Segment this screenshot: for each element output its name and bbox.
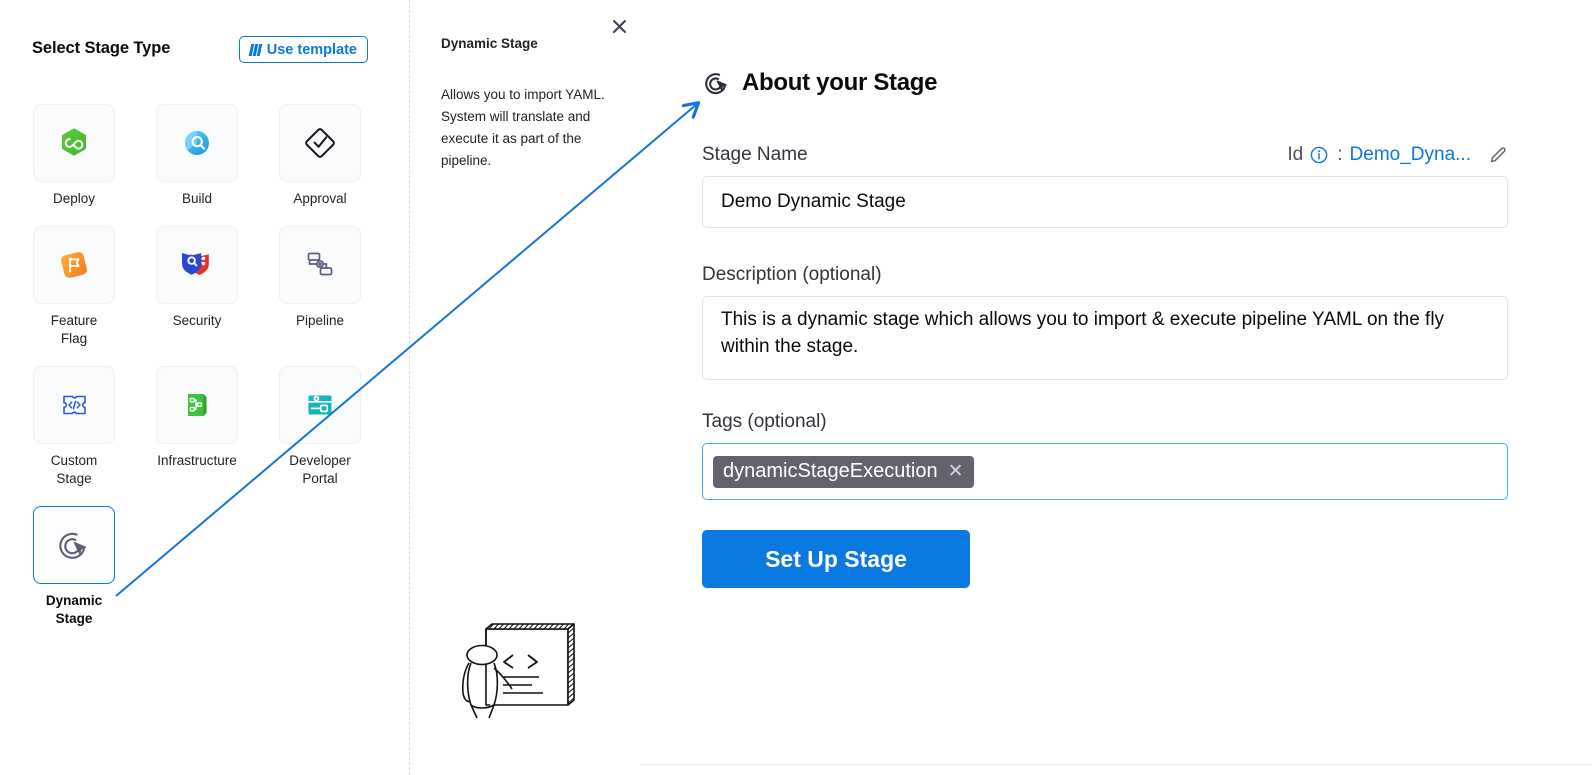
infrastructure-icon	[188, 393, 207, 416]
stage-card-label: Custom Stage	[50, 452, 98, 486]
stage-card-infrastructure-tile[interactable]	[156, 365, 238, 444]
stage-info-description: Allows you to import YAML. System will t…	[441, 87, 605, 168]
tag-remove-icon[interactable]: ✕	[947, 460, 964, 482]
feature-flag-icon	[61, 252, 87, 278]
page-title: Select Stage Type	[32, 39, 171, 57]
stage-card-deploy-tile[interactable]	[33, 104, 115, 182]
stage-card-label: Security	[172, 312, 222, 328]
stage-card-infrastructure[interactable]: Infrastructure	[156, 365, 238, 488]
about-your-stage-title: About your Stage	[742, 69, 938, 96]
build-magnifier-icon	[185, 131, 209, 155]
stage-type-header: Select Stage Type Use template	[32, 36, 378, 66]
stage-card-security[interactable]: Security	[156, 225, 238, 348]
stage-card-build-tile[interactable]	[156, 104, 238, 182]
about-your-stage-panel: About your Stage Stage Name Id : D	[640, 0, 1592, 775]
stage-card-dynamic-stage[interactable]: Dynamic Stage	[33, 505, 115, 628]
info-circle-icon[interactable]	[1310, 146, 1328, 164]
template-bars-icon	[248, 43, 263, 56]
stage-name-input[interactable]	[702, 176, 1508, 228]
stage-info-panel: Dynamic Stage Allows you to import YAML.…	[410, 0, 640, 775]
stage-id-separator: :	[1337, 144, 1343, 165]
description-textarea[interactable]	[702, 296, 1508, 380]
stage-card-approval-tile[interactable]	[279, 104, 361, 182]
description-label: Description (optional)	[702, 264, 882, 285]
stage-card-pipeline-tile[interactable]	[279, 225, 361, 304]
stage-card-developer-portal-tile[interactable]	[279, 365, 361, 444]
security-shields-icon	[182, 253, 209, 275]
pipeline-nodes-icon	[307, 252, 333, 276]
tags-input[interactable]: dynamicStageExecution ✕	[702, 443, 1508, 500]
stage-card-custom-stage[interactable]: Custom Stage	[33, 365, 115, 488]
stage-card-label: Feature Flag	[50, 312, 98, 346]
stage-id-value[interactable]: Demo_Dyna...	[1349, 144, 1471, 165]
stage-card-label: Deploy	[52, 191, 96, 206]
description-label-row: Description (optional)	[702, 260, 1508, 290]
stage-card-build[interactable]: Build	[156, 104, 238, 208]
stage-card-label: Approval	[293, 191, 347, 206]
dynamic-stage-target-cursor-icon	[59, 532, 87, 559]
stage-card-label: Build	[181, 191, 213, 206]
tags-label: Tags (optional)	[702, 411, 827, 432]
stage-id-group: Id : Demo_Dyna...	[1287, 144, 1508, 166]
pencil-edit-icon[interactable]	[1488, 145, 1508, 165]
stage-id-label: Id	[1287, 144, 1304, 165]
stage-type-grid: Deploy Build	[33, 104, 383, 646]
stage-name-label: Stage Name	[702, 144, 808, 165]
stage-form: Stage Name Id : Demo_Dyna...	[702, 140, 1508, 588]
use-template-button[interactable]: Use template	[239, 36, 368, 63]
tag-chip[interactable]: dynamicStageExecution ✕	[713, 455, 974, 488]
footer-divider	[640, 764, 1592, 765]
stage-card-custom-stage-tile[interactable]	[33, 365, 115, 444]
tag-chip-label: dynamicStageExecution	[723, 459, 938, 482]
custom-stage-code-icon	[63, 395, 86, 415]
tags-label-row: Tags (optional)	[702, 407, 1508, 437]
stage-card-pipeline[interactable]: Pipeline	[279, 225, 361, 348]
stage-card-label: Pipeline	[295, 312, 345, 328]
stage-card-deploy[interactable]: Deploy	[33, 104, 115, 208]
about-your-stage-header: About your Stage	[702, 68, 938, 98]
stage-card-feature-flag[interactable]: Feature Flag	[33, 225, 115, 348]
stage-card-label: Developer Portal	[289, 452, 351, 486]
stage-card-dynamic-stage-tile[interactable]	[33, 505, 115, 584]
stage-card-approval[interactable]: Approval	[279, 104, 361, 208]
close-button[interactable]	[607, 14, 631, 38]
developer-portal-icon	[308, 395, 332, 415]
stage-type-panel: Select Stage Type Use template Deploy	[0, 0, 410, 775]
stage-card-developer-portal[interactable]: Developer Portal	[279, 365, 361, 488]
stage-card-label: Infrastructure	[157, 452, 237, 468]
stage-name-label-row: Stage Name Id : Demo_Dyna...	[702, 140, 1508, 170]
use-template-label: Use template	[266, 41, 357, 58]
approval-checkmark-icon	[305, 128, 335, 158]
set-up-stage-button[interactable]: Set Up Stage	[702, 530, 970, 588]
dynamic-stage-target-cursor-icon	[705, 73, 727, 95]
stage-card-feature-flag-tile[interactable]	[33, 225, 115, 304]
close-icon	[612, 19, 626, 33]
stage-card-security-tile[interactable]	[156, 225, 238, 304]
person-presenting-code-board-illustration	[440, 605, 590, 725]
stage-card-label: Dynamic Stage	[45, 592, 103, 626]
stage-info-title: Dynamic Stage	[441, 36, 538, 51]
deploy-hexagon-icon	[62, 128, 86, 156]
